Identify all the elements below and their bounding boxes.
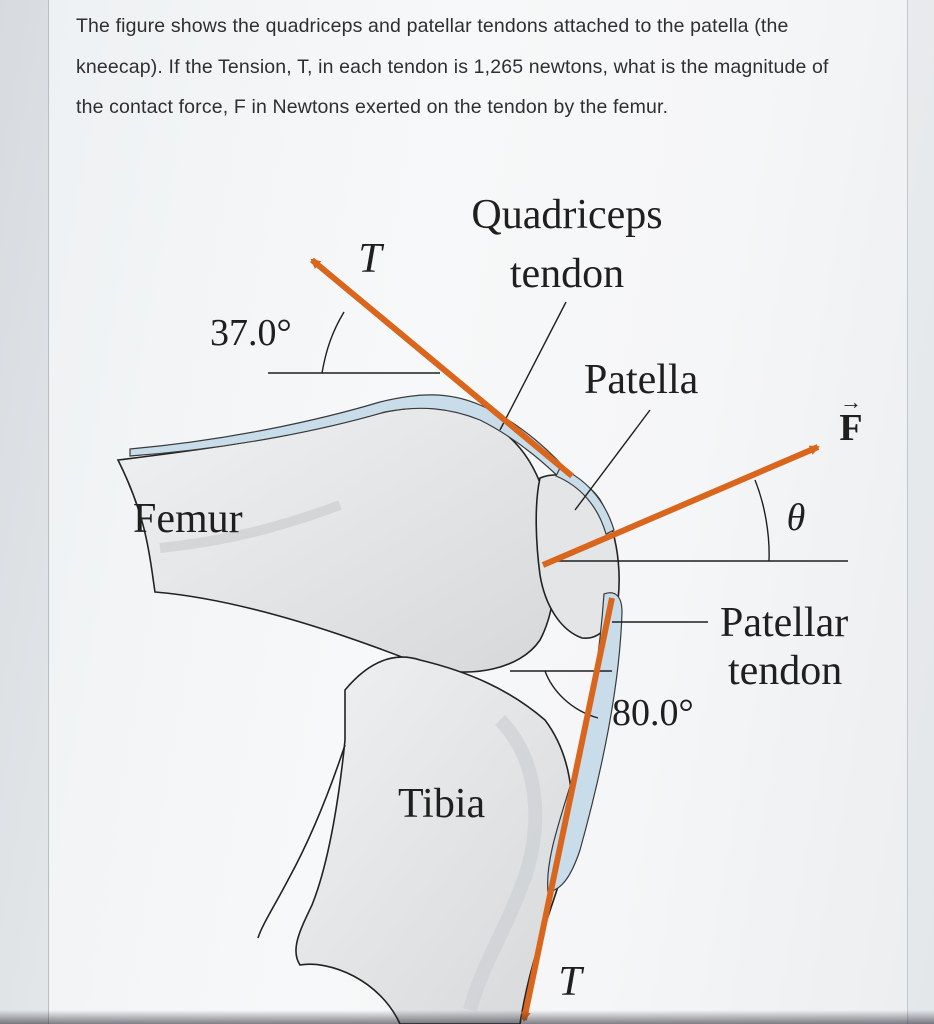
question-text: The figure shows the quadriceps and pate…: [76, 6, 906, 128]
angle-bottom-label: 80.0°: [612, 692, 694, 734]
question-line-3: the contact force, F in Newtons exerted …: [76, 96, 669, 118]
angle-arc-theta: [754, 479, 770, 562]
femur-label: Femur: [133, 496, 243, 542]
patellar-label-2: tendon: [728, 648, 842, 694]
tibia-back-edge: [257, 744, 346, 939]
patella-label: Patella: [584, 357, 699, 403]
leader-patella: [574, 409, 651, 511]
tension-top-label: T: [358, 236, 384, 282]
tibia-inner-shade: [463, 715, 543, 1012]
screen-edge-shadow: [0, 1010, 934, 1024]
tension-arrow-bottom: [520, 597, 615, 1022]
leader-quadriceps: [499, 301, 567, 431]
force-arrow: [541, 444, 820, 568]
quadriceps-tendon-shape: [555, 467, 615, 535]
angle-top-label: 37.0°: [210, 312, 292, 354]
tension-arrow-top: [310, 257, 574, 479]
angle-arc-37: [321, 311, 345, 374]
tibia-label: Tibia: [398, 781, 486, 827]
quadriceps-label-1: Quadriceps: [471, 192, 662, 238]
force-label: F: [839, 407, 862, 449]
force-vector-arrow-icon: →: [840, 389, 862, 414]
tension-bottom-label: T: [558, 959, 584, 1005]
quadriceps-label-2: tendon: [510, 251, 624, 297]
question-line-1: The figure shows the quadriceps and pate…: [76, 15, 789, 37]
question-line-2: kneecap). If the Tension, T, in each ten…: [76, 55, 829, 78]
theta-label: θ: [787, 497, 806, 539]
femur-shading: [159, 500, 342, 553]
patellar-label-1: Patellar: [720, 600, 848, 646]
